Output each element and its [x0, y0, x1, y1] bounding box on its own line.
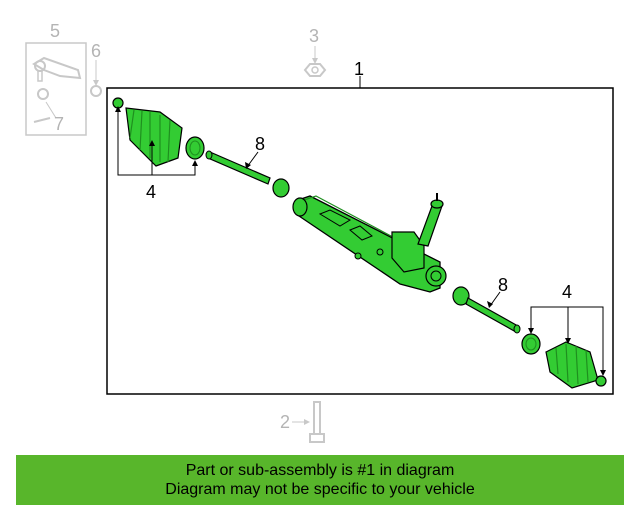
left-tie-rod [205, 150, 290, 198]
left-boot-group [112, 97, 205, 176]
faded-nut-part-3 [303, 46, 327, 77]
banner-line-2: Diagram may not be specific to your vehi… [165, 481, 475, 498]
callout-8-left: 8 [255, 134, 265, 154]
right-boot-group [521, 306, 607, 389]
callout-4-left: 4 [146, 182, 156, 202]
callout-3: 3 [309, 26, 319, 46]
callout-4-right: 4 [562, 282, 572, 302]
faded-tie-rod-end-group [25, 42, 102, 136]
callout-7: 7 [54, 114, 64, 134]
callout-2: 2 [280, 412, 290, 432]
info-banner: Part or sub-assembly is #1 in diagram Di… [16, 455, 624, 505]
callout-1: 1 [354, 59, 364, 79]
faded-bolt-part-2 [292, 401, 325, 443]
steering-rack-body [292, 193, 447, 293]
callout-8-right: 8 [498, 275, 508, 295]
callout-6: 6 [91, 41, 101, 61]
right-tie-rod [452, 286, 521, 334]
callout-5: 5 [50, 21, 60, 41]
banner-line-1: Part or sub-assembly is #1 in diagram [185, 462, 455, 479]
